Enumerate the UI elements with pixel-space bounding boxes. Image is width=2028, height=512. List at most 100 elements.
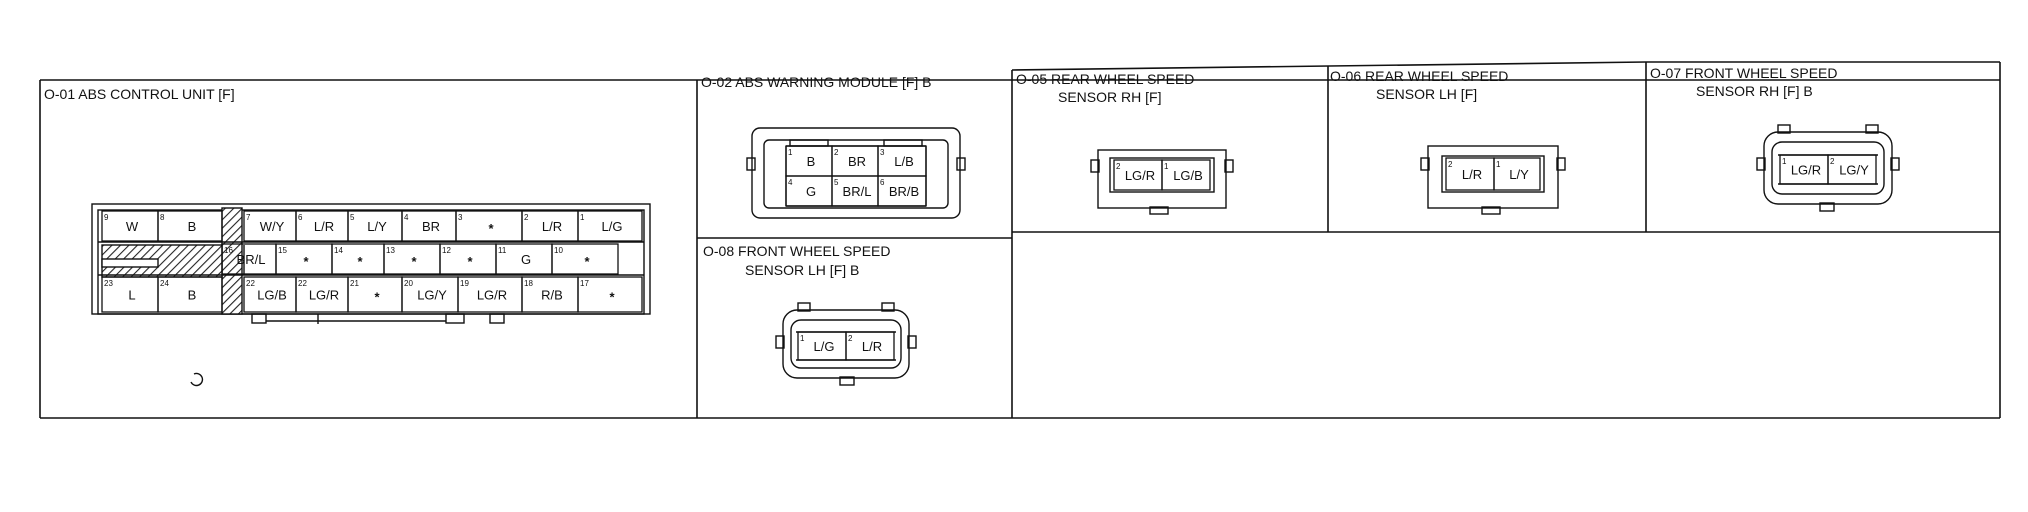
pin-cavity: 6BR/B [877,175,927,207]
o05-connector [1090,149,1234,215]
panel-o06: O-06 REAR WHEEL SPEED SENSOR LH [F] 2L/R… [1330,68,1566,215]
pin-number: 4 [404,213,409,222]
pin-wire-color: LG/R [477,288,507,303]
pin-wire-color: LG/R [1791,163,1821,178]
o08-title-line1: O-08 FRONT WHEEL SPEED [703,243,890,259]
pin-wire-color: LG/B [1173,168,1203,183]
pin-cavity-outline [157,276,223,313]
pin-number: 22 [246,279,255,288]
pin-number: 1 [1496,160,1501,169]
pin-cavity: 12* [439,243,497,275]
pin-number: 10 [554,246,563,255]
pin-cavity: 2LG/Y [1827,154,1877,185]
pin-cavity: 1LG/B [1161,159,1211,191]
pin-number: 1 [1782,157,1787,166]
o06-title-line2: SENSOR LH [F] [1376,86,1477,102]
pin-number: 13 [386,246,395,255]
pin-wire-color: LG/R [309,288,339,303]
pin-number: 2 [1830,157,1835,166]
pin-wire-color: LG/B [257,288,287,303]
o06-connector [1420,145,1566,215]
pin-number: 21 [350,279,359,288]
pin-wire-color: B [188,288,197,303]
pin-number: 20 [404,279,413,288]
pin-cavity: 1B [785,145,833,177]
pin-number: 17 [580,279,589,288]
panel-o07: O-07 FRONT WHEEL SPEED SENSOR RH [F] B 1… [1650,65,1900,212]
o05-title-line1: O-05 REAR WHEEL SPEED [1016,71,1194,87]
pin-wire-color: L/R [862,339,882,354]
pin-wire-color: G [521,252,531,267]
pin-number: 11 [498,246,507,255]
pin-cavity-outline [1161,159,1211,191]
pin-cavity: 18R/B [521,276,579,313]
o01-connector [91,203,651,324]
pin-wire-color: * [488,221,494,236]
panel-o01: O-01 ABS CONTROL UNIT [F] 9W8B7W/Y6L/R5L… [44,86,651,387]
pin-cavity-outline [577,210,643,242]
pin-cavity: 4BR [401,210,457,242]
pin-number: 1 [800,334,805,343]
o07-title-line1: O-07 FRONT WHEEL SPEED [1650,65,1837,81]
pin-cavity-outline [877,175,927,207]
pin-wire-color: * [303,254,309,269]
pin-wire-color: L/R [1462,167,1482,182]
pin-number: 3 [458,213,463,222]
panel-grid [39,61,2001,419]
pin-wire-color: L/R [314,219,334,234]
pin-wire-color: * [609,290,615,305]
pin-cavity: 2BR [831,145,879,177]
pin-wire-color: B [188,219,197,234]
pin-number: 15 [278,246,287,255]
pin-cavity: 11G [495,243,553,275]
pin-cavity-outline [551,243,619,275]
pin-wire-color: BR [422,219,440,234]
pin-cavity-outline [1493,157,1541,191]
pin-wire-color: W/Y [260,219,285,234]
pin-number: 18 [524,279,533,288]
pin-number: 24 [160,279,169,288]
pin-wire-color: BR [848,154,866,169]
pin-cavity: 1L/G [797,331,847,361]
pin-cavity: 24B [157,276,223,313]
pin-wire-color: * [374,290,380,305]
pin-cavity: 8B [157,210,223,242]
pin-cavity: 6L/R [295,210,349,242]
pin-wire-color: L/R [542,219,562,234]
pin-number: 2 [1116,162,1121,171]
o07-title-line2: SENSOR RH [F] B [1696,83,1813,99]
pin-wire-color: * [584,254,590,269]
pin-number: 2 [1448,160,1453,169]
o08-pins: 1L/G2L/R [797,331,895,361]
pin-wire-color: L/B [894,154,914,169]
pin-number: 6 [298,213,303,222]
o05-title-line2: SENSOR RH [F] [1058,89,1161,105]
o01-pin-row-3: 23L24B22LG/B22LG/R21*20LG/Y19LG/R18R/B17… [101,276,643,313]
pin-number: 16 [224,246,233,255]
pin-cavity: 3L/B [877,145,927,177]
stray-mark-icon [190,372,204,387]
pin-wire-color: W [126,219,139,234]
pin-wire-color: BR/L [843,184,872,199]
pin-cavity: 17 * [577,276,643,313]
o02-connector [746,127,966,219]
pin-number: 22 [298,279,307,288]
pin-wire-color: L/Y [367,219,387,234]
pin-cavity-outline [1827,154,1877,185]
pin-cavity: 9W [101,210,159,242]
o02-title: O-02 ABS WARNING MODULE [F] B [701,74,932,90]
pin-cavity: 1LG/R [1779,154,1829,185]
pin-cavity: 14* [331,243,385,275]
pin-cavity: 1L/G [577,210,643,242]
pin-wire-color: * [467,254,473,269]
panel-o08: O-08 FRONT WHEEL SPEED SENSOR LH [F] B 1… [703,243,917,386]
